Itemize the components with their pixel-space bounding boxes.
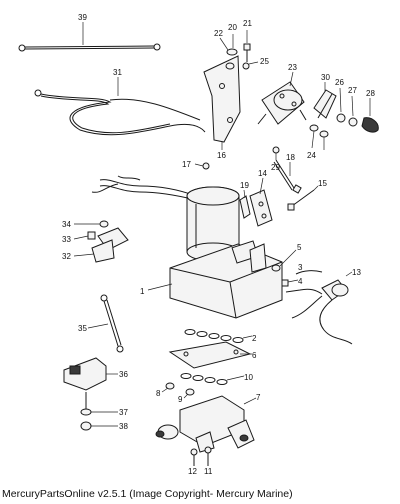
callout-26: 26 xyxy=(335,78,344,87)
part-11-12-screws xyxy=(190,446,212,466)
part-15-bolt xyxy=(287,185,319,211)
callout-21: 21 xyxy=(243,19,252,28)
part-13-switch xyxy=(291,271,353,345)
callout-18: 18 xyxy=(286,153,295,162)
part-36-37-38-terminal-block xyxy=(63,357,118,431)
callout-9: 9 xyxy=(178,395,183,404)
part-14-mount-bracket xyxy=(249,177,273,227)
callout-labels: 1 2 3 4 5 6 7 8 9 10 11 12 13 14 15 16 1… xyxy=(62,13,375,476)
part-17-19-clips xyxy=(194,162,251,219)
callout-2: 2 xyxy=(252,334,257,343)
callout-19: 19 xyxy=(240,181,249,190)
callout-3: 3 xyxy=(298,263,303,272)
callout-35: 35 xyxy=(78,324,87,333)
callout-8: 8 xyxy=(156,389,161,398)
callout-15: 15 xyxy=(318,179,327,188)
part-1-pump-housing xyxy=(147,240,283,319)
callout-36: 36 xyxy=(119,370,128,379)
callout-37: 37 xyxy=(119,408,128,417)
callout-1: 1 xyxy=(140,287,145,296)
callout-38: 38 xyxy=(119,422,128,431)
callout-31: 31 xyxy=(113,68,122,77)
part-8-9-fittings xyxy=(161,382,195,399)
callout-20: 20 xyxy=(228,23,237,32)
part-6-adapter-plate xyxy=(168,341,252,369)
part-10-o-rings xyxy=(180,373,245,385)
callout-11: 11 xyxy=(204,467,213,476)
callout-5: 5 xyxy=(297,243,302,252)
part-18-29-bolts xyxy=(272,146,302,194)
copyright-caption: MercuryPartsOnline v2.5.1 (Image Copyrig… xyxy=(2,488,293,500)
callout-4: 4 xyxy=(298,277,303,286)
callout-27: 27 xyxy=(348,86,357,95)
callout-13: 13 xyxy=(352,268,361,277)
callout-22: 22 xyxy=(214,29,223,38)
callout-7: 7 xyxy=(256,393,261,402)
callout-10: 10 xyxy=(244,373,253,382)
callout-17: 17 xyxy=(182,160,191,169)
callout-39: 39 xyxy=(78,13,87,22)
callout-25: 25 xyxy=(260,57,269,66)
callout-24: 24 xyxy=(307,151,316,160)
part-32-33-34-relay xyxy=(73,220,129,263)
part-26-30-terminal-plate xyxy=(313,82,379,133)
part-3-4-5-fasteners xyxy=(271,249,323,295)
callout-29: 29 xyxy=(271,163,280,172)
part-39-battery-cable xyxy=(18,22,161,52)
callout-6: 6 xyxy=(252,351,257,360)
callout-16: 16 xyxy=(217,151,226,160)
part-25-screw xyxy=(242,61,259,70)
callout-14: 14 xyxy=(258,169,267,178)
part-31-harness-cable xyxy=(34,77,206,136)
motor-wire-harness xyxy=(91,175,197,201)
part-24-25-nuts xyxy=(309,124,329,150)
callout-33: 33 xyxy=(62,235,71,244)
callout-28: 28 xyxy=(366,89,375,98)
part-20-21-22-fasteners xyxy=(219,30,251,70)
callout-30: 30 xyxy=(321,73,330,82)
part-23-solenoid xyxy=(257,71,307,125)
callout-12: 12 xyxy=(188,467,197,476)
callout-34: 34 xyxy=(62,220,71,229)
part-7-manifold xyxy=(155,395,257,453)
callout-23: 23 xyxy=(288,63,297,72)
part-35-ground-strap xyxy=(87,294,124,353)
part-16-bracket xyxy=(203,55,241,150)
part-2-o-rings xyxy=(184,329,253,343)
callout-32: 32 xyxy=(62,252,71,261)
